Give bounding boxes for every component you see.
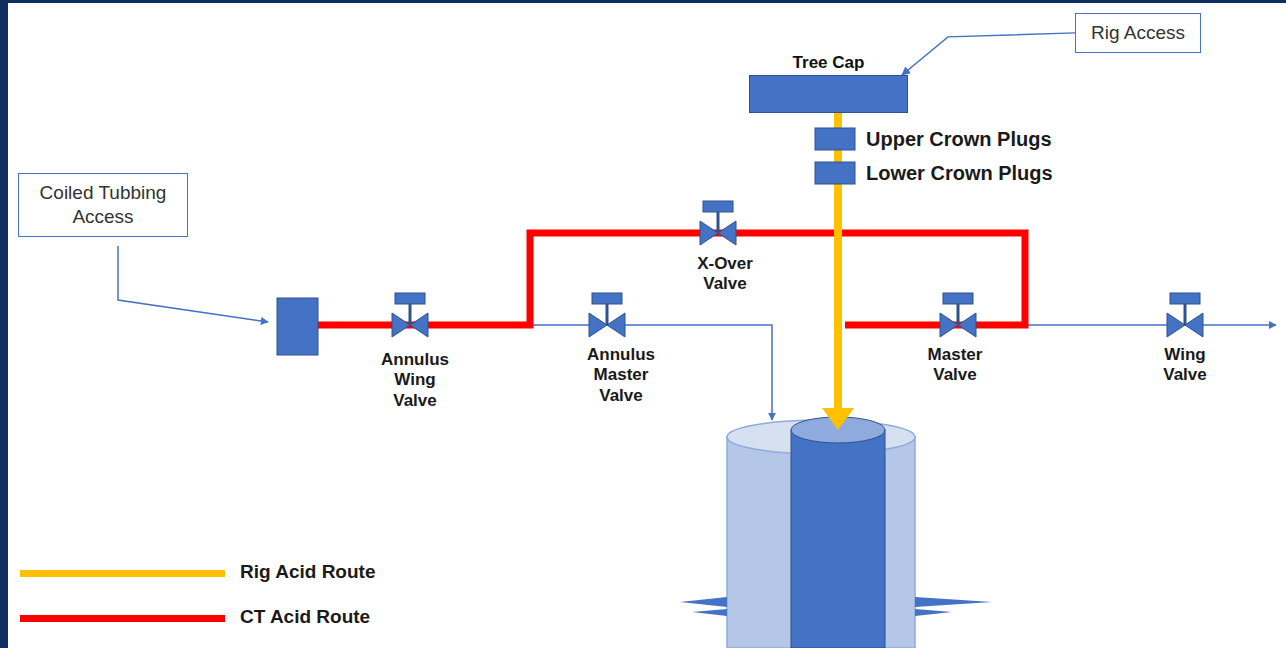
perforation — [692, 609, 727, 616]
perforation — [915, 597, 992, 607]
tree-cap: Tree Cap — [749, 75, 908, 113]
valve-symbol — [940, 293, 976, 337]
rig-route-arrowhead — [822, 408, 854, 430]
valve-label: Wing Valve — [1143, 345, 1227, 386]
leader-arrow — [902, 33, 1075, 75]
valve-body — [940, 313, 958, 337]
valve-body — [607, 313, 625, 337]
legend-text: CT Acid Route — [240, 606, 370, 629]
legend-swatch — [20, 615, 225, 622]
valve-body — [410, 313, 428, 337]
component-name: Tree Cap — [730, 53, 927, 73]
part-label: Upper Crown Plugs — [866, 127, 1052, 151]
legend-swatch — [20, 570, 225, 577]
valve-body — [589, 313, 607, 337]
annulus-line — [530, 325, 772, 420]
page-ground — [8, 3, 1286, 648]
valve-handle — [703, 201, 733, 212]
valve-label: Master Valve — [913, 345, 997, 386]
valve-symbol — [1167, 293, 1203, 337]
rig-acid-route — [834, 113, 842, 410]
valve-symbol — [392, 293, 428, 337]
leader-line — [118, 246, 268, 322]
ct-acid-route — [318, 233, 1025, 325]
valve-symbol — [700, 201, 736, 245]
legend-text: Rig Acid Route — [240, 561, 375, 584]
crown-plug — [815, 128, 855, 150]
valve-stem — [1184, 303, 1187, 325]
valve-stem — [409, 303, 412, 325]
valve-body — [1185, 313, 1203, 337]
valve-handle — [592, 293, 622, 304]
ct-access-point — [277, 298, 318, 355]
valve-label: X-Over Valve — [683, 254, 767, 295]
callout-box: Coiled Tubbing Access — [18, 173, 188, 237]
perforation — [680, 597, 727, 607]
callout-box: Rig Access — [1075, 13, 1201, 53]
valve-label: Annulus Wing Valve — [373, 350, 457, 411]
callout-text: Coiled Tubbing Access — [33, 181, 173, 229]
perforation — [915, 609, 952, 616]
crown-plug — [815, 162, 855, 184]
valve-handle — [943, 293, 973, 304]
valve-body — [718, 221, 736, 245]
valve-body — [958, 313, 976, 337]
production-line — [1025, 324, 1276, 326]
valve-symbol — [589, 293, 625, 337]
valve-stem — [717, 211, 720, 233]
valve-handle — [395, 293, 425, 304]
valve-body — [1167, 313, 1185, 337]
tubing-body — [791, 430, 885, 648]
callout-text: Rig Access — [1090, 21, 1186, 45]
valve-handle — [1170, 293, 1200, 304]
valve-stem — [606, 303, 609, 325]
part-label: Lower Crown Plugs — [866, 161, 1053, 185]
valve-body — [392, 313, 410, 337]
valve-body — [700, 221, 718, 245]
valve-label: Annulus Master Valve — [579, 345, 663, 406]
valve-stem — [957, 303, 960, 325]
